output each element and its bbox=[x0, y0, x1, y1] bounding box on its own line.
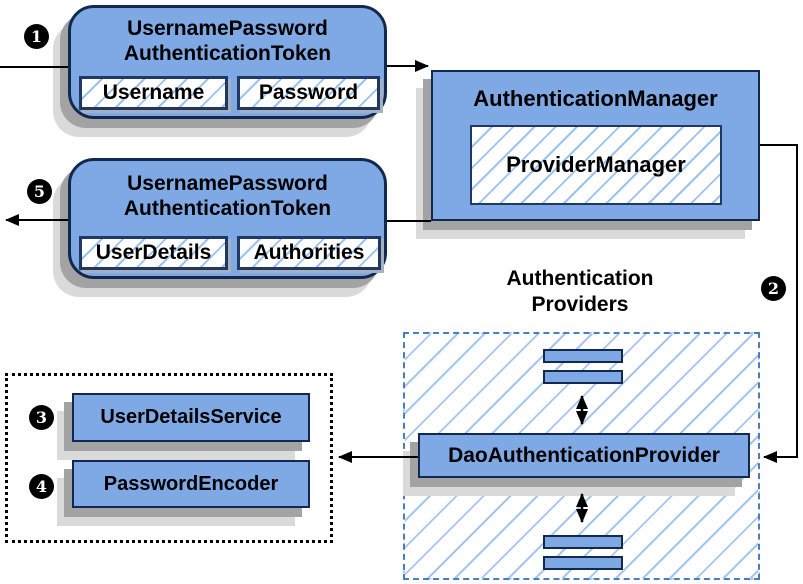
node-title: UsernamePassword AuthenticationToken bbox=[71, 161, 384, 221]
username-password-token-request-node: UsernamePassword AuthenticationToken Use… bbox=[68, 5, 387, 119]
node-title: UsernamePassword AuthenticationToken bbox=[71, 8, 384, 66]
step-2-badge: 2 bbox=[761, 276, 786, 301]
password-encoder-node: PasswordEncoder bbox=[72, 460, 310, 508]
node-title-line1: UsernamePassword bbox=[127, 17, 328, 40]
password-field: Password bbox=[237, 76, 380, 110]
provider-list-item bbox=[543, 370, 623, 384]
authentication-manager-title: AuthenticationManager bbox=[473, 86, 718, 111]
step-4-badge: 4 bbox=[29, 474, 54, 499]
user-details-service-node: UserDetailsService bbox=[72, 393, 310, 442]
username-password-token-result-node: UsernamePassword AuthenticationToken Use… bbox=[68, 158, 387, 279]
step-3-badge: 3 bbox=[29, 405, 54, 430]
providers-label-line2: Providers bbox=[531, 293, 629, 316]
provider-list-item bbox=[543, 535, 623, 549]
provider-list-item bbox=[543, 556, 623, 570]
step-5-badge: 5 bbox=[27, 179, 52, 204]
node-title-line2: AuthenticationToken bbox=[123, 42, 332, 65]
providers-label-line1: Authentication bbox=[506, 267, 654, 290]
dao-authentication-provider-node: DaoAuthenticationProvider bbox=[418, 433, 750, 478]
provider-manager-box: ProviderManager bbox=[470, 125, 722, 205]
username-field: Username bbox=[79, 76, 228, 110]
node-title-line2: AuthenticationToken bbox=[123, 197, 332, 220]
node-title-line1: UsernamePassword bbox=[127, 172, 328, 195]
step-1-badge: 1 bbox=[24, 24, 49, 49]
manager-to-dao-arrow bbox=[760, 144, 798, 463]
authorities-field: Authorities bbox=[237, 236, 381, 270]
user-details-group-box bbox=[5, 373, 333, 543]
user-details-field: UserDetails bbox=[79, 236, 228, 270]
provider-list-item bbox=[543, 349, 623, 363]
authentication-manager-node: AuthenticationManager ProviderManager bbox=[431, 70, 760, 221]
authentication-providers-label: Authentication Providers bbox=[460, 266, 700, 318]
